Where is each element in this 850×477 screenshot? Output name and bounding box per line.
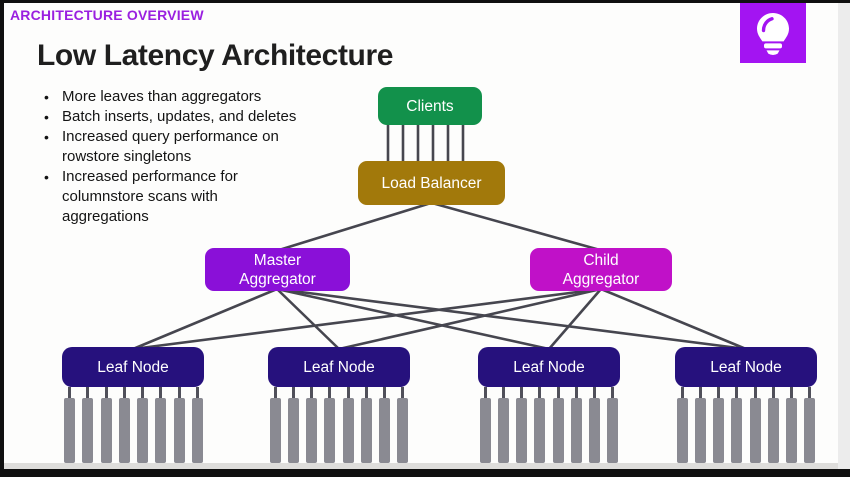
- disk-bar: [137, 387, 149, 463]
- edge-lb-master: [277, 201, 433, 252]
- node-leaf-1: Leaf Node: [62, 347, 204, 387]
- disk-bar: [191, 387, 203, 463]
- bullet-item: Batch inserts, updates, and deletes: [41, 107, 341, 127]
- disk-bar: [306, 387, 318, 463]
- section-kicker: ARCHITECTURE OVERVIEW: [10, 7, 204, 23]
- leaf-disk-bars: [478, 387, 620, 463]
- disk-bar: [480, 387, 491, 463]
- bullet-item: Increased query performance on rowstore …: [41, 127, 341, 167]
- disk-bar: [155, 387, 167, 463]
- edge-master-leaf2: [275, 287, 341, 351]
- disk-bar: [173, 387, 185, 463]
- disk-bar: [552, 387, 564, 463]
- disk-bar: [767, 387, 779, 463]
- disk-bar: [588, 387, 600, 463]
- edge-child-leaf2: [337, 287, 603, 351]
- edge-master-leaf3: [275, 287, 551, 351]
- disk-bar: [677, 387, 688, 463]
- disk-bar: [288, 387, 300, 463]
- disk-bar: [360, 387, 372, 463]
- bullet-list: More leaves than aggregators Batch inser…: [41, 87, 341, 227]
- disk-bar: [498, 387, 510, 463]
- disk-bar: [534, 387, 546, 463]
- lightbulb-icon: [740, 3, 806, 63]
- lightbulb-glyph: [757, 13, 789, 55]
- leaf-disk-bars: [268, 387, 410, 463]
- disk-bar: [749, 387, 761, 463]
- disk-bar: [100, 387, 112, 463]
- node-leaf-3: Leaf Node: [478, 347, 620, 387]
- disk-bar: [64, 387, 75, 463]
- disk-bar: [324, 387, 336, 463]
- node-load-balancer: Load Balancer: [358, 161, 505, 205]
- disk-bar: [713, 387, 725, 463]
- node-leaf-4: Leaf Node: [675, 347, 817, 387]
- disk-bar: [118, 387, 130, 463]
- bullet-item: Increased performance for columnstore sc…: [41, 167, 341, 227]
- page-title: Low Latency Architecture: [37, 39, 394, 72]
- bullet-item: More leaves than aggregators: [41, 87, 341, 107]
- disk-bar: [82, 387, 94, 463]
- node-clients: Clients: [378, 87, 482, 125]
- disk-bar: [803, 387, 815, 463]
- edge-master-leaf4: [275, 287, 748, 351]
- leaf-disk-bars: [675, 387, 817, 463]
- edge-child-leaf1: [131, 287, 603, 351]
- slide: ARCHITECTURE OVERVIEW Low Latency Archit…: [4, 3, 838, 463]
- disk-bar: [731, 387, 743, 463]
- disk-bar: [396, 387, 408, 463]
- slide-right-margin: [838, 3, 850, 469]
- disk-bar: [785, 387, 797, 463]
- node-child-aggregator: Child Aggregator: [530, 248, 672, 291]
- edge-master-leaf1: [131, 287, 279, 351]
- disk-bar: [606, 387, 618, 463]
- disk-bar: [378, 387, 390, 463]
- node-master-aggregator: Master Aggregator: [205, 248, 350, 291]
- disk-bar: [342, 387, 354, 463]
- diagram-edges: [131, 119, 748, 351]
- disk-bar: [570, 387, 582, 463]
- disk-bar: [270, 387, 281, 463]
- leaf-disk-bars: [62, 387, 205, 463]
- disk-bar: [695, 387, 707, 463]
- slide-bottom-margin: [4, 463, 838, 469]
- node-leaf-2: Leaf Node: [268, 347, 410, 387]
- edge-child-leaf4: [599, 287, 748, 351]
- edge-lb-child: [430, 201, 602, 252]
- disk-bar: [516, 387, 528, 463]
- edge-child-leaf3: [547, 287, 603, 351]
